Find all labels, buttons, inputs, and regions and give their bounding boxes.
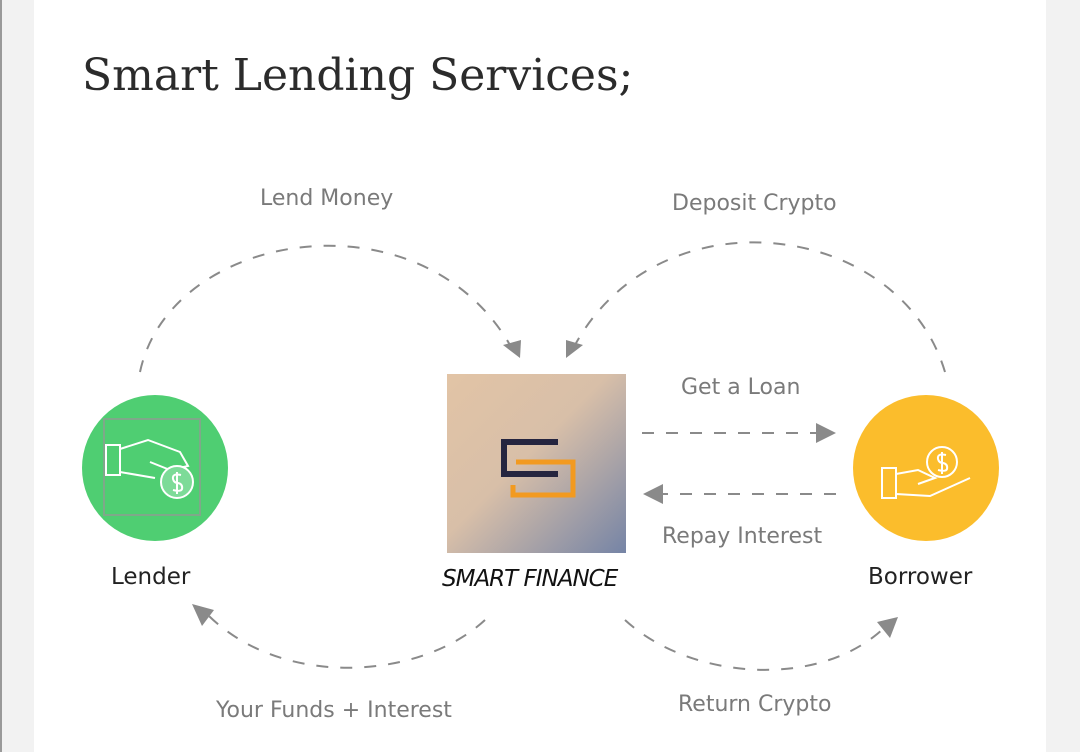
borrower-label: Borrower [868,564,973,590]
your-funds-label: Your Funds + Interest [216,698,452,723]
arrowhead [192,604,214,626]
your-funds-arrow [204,611,486,669]
page-title: Smart Lending Services; [82,50,634,101]
arrowhead [566,340,583,358]
arrowhead [877,617,898,638]
lender-circle [82,395,228,541]
arrowhead [816,423,836,443]
hand-coin-icon [103,418,201,516]
lender-label: Lender [111,564,191,590]
arrowhead [643,484,663,504]
return-crypto-arrow [624,619,886,671]
arrowhead [503,340,521,358]
return-crypto-label: Return Crypto [678,692,832,717]
repay-interest-label: Repay Interest [662,524,823,549]
smart-finance-label: SMART FINANCE [442,566,618,592]
borrower-circle [853,395,999,541]
window-edge [0,0,2,752]
hand-receive-coin-icon [881,446,971,499]
get-loan-label: Get a Loan [681,375,801,400]
logo-orange-bracket [510,459,576,498]
deposit-crypto-label: Deposit Crypto [672,191,837,216]
lend-money-label: Lend Money [260,186,394,211]
lend-money-arrow [139,244,511,373]
logo-dark-bracket [501,439,558,477]
deposit-crypto-arrow [574,241,946,373]
